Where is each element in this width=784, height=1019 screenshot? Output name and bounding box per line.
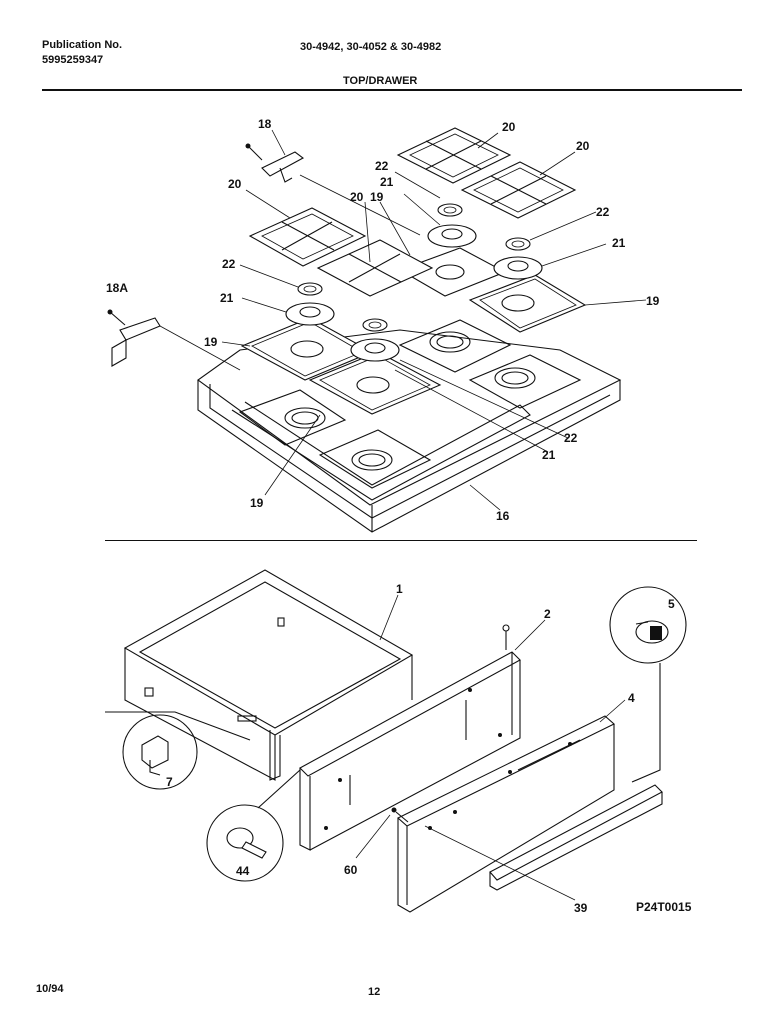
callout-20: 20 xyxy=(576,139,590,153)
detail-circle-latch xyxy=(105,711,251,790)
detail-circle-roller xyxy=(206,769,301,882)
burner-ring xyxy=(362,318,388,332)
callout-22: 22 xyxy=(564,431,578,445)
burner-bowl xyxy=(308,351,442,415)
drawer-front-panel xyxy=(299,624,521,851)
callout-1: 1 xyxy=(396,582,403,596)
burner-ring xyxy=(297,282,323,296)
callout-19: 19 xyxy=(204,335,218,349)
callout-21: 21 xyxy=(220,291,234,305)
callout-20: 20 xyxy=(350,190,364,204)
detail-circle-knob xyxy=(609,586,687,783)
callout-18a: 18A xyxy=(106,281,128,295)
header-rule xyxy=(42,89,742,91)
callout-18: 18 xyxy=(258,117,272,131)
callout-22: 22 xyxy=(596,205,610,219)
burner-cap xyxy=(427,224,477,248)
drawer-assembly: 1 2 4 5 7 39 44 60 xyxy=(105,569,687,915)
hinge-bracket xyxy=(245,143,305,183)
callout-60: 60 xyxy=(344,863,358,877)
callout-39: 39 xyxy=(574,901,588,915)
leader-lines xyxy=(159,129,647,511)
screw xyxy=(391,807,409,823)
callout-20: 20 xyxy=(502,120,516,134)
revision-date: 10/94 xyxy=(36,983,64,995)
section-title: TOP/DRAWER xyxy=(343,75,418,87)
burner-ring xyxy=(505,237,531,251)
callout-20: 20 xyxy=(228,177,242,191)
burner-cap xyxy=(493,256,543,280)
burner-grate xyxy=(248,207,367,267)
callout-19: 19 xyxy=(370,190,384,204)
callout-21: 21 xyxy=(542,448,556,462)
callout-7: 7 xyxy=(166,775,173,789)
burner-bowl xyxy=(468,274,587,333)
burner-cap xyxy=(350,338,400,362)
callout-5: 5 xyxy=(668,597,675,611)
callout-22: 22 xyxy=(375,159,389,173)
model-numbers: 30-4942, 30-4052 & 30-4982 xyxy=(300,41,442,53)
burner-grate xyxy=(396,127,512,184)
cooktop-assembly: 18 18A 20 20 20 20 19 19 19 19 21 21 21 … xyxy=(106,117,660,533)
page-number: 12 xyxy=(368,986,381,998)
section-divider xyxy=(105,540,697,541)
callout-4: 4 xyxy=(628,691,635,705)
leader-lines xyxy=(355,594,626,901)
publication-number: 5995259347 xyxy=(42,54,104,66)
burner-grate xyxy=(460,161,577,219)
callout-16: 16 xyxy=(496,509,510,523)
burner-cap xyxy=(285,302,335,326)
hinge-bracket xyxy=(107,309,161,367)
burner-grate xyxy=(316,239,434,297)
trim-strip xyxy=(489,784,663,891)
burner-ring xyxy=(437,203,463,217)
callout-21: 21 xyxy=(380,175,394,189)
callout-44: 44 xyxy=(236,864,250,878)
figure-id: P24T0015 xyxy=(636,900,692,914)
drawer-outer-panel xyxy=(397,715,615,913)
callout-2: 2 xyxy=(544,607,551,621)
callout-19: 19 xyxy=(250,496,264,510)
drawer-body xyxy=(123,569,414,781)
publication-label: Publication No. xyxy=(42,39,123,51)
callout-21: 21 xyxy=(612,236,626,250)
callout-19: 19 xyxy=(646,294,660,308)
callout-22: 22 xyxy=(222,257,236,271)
